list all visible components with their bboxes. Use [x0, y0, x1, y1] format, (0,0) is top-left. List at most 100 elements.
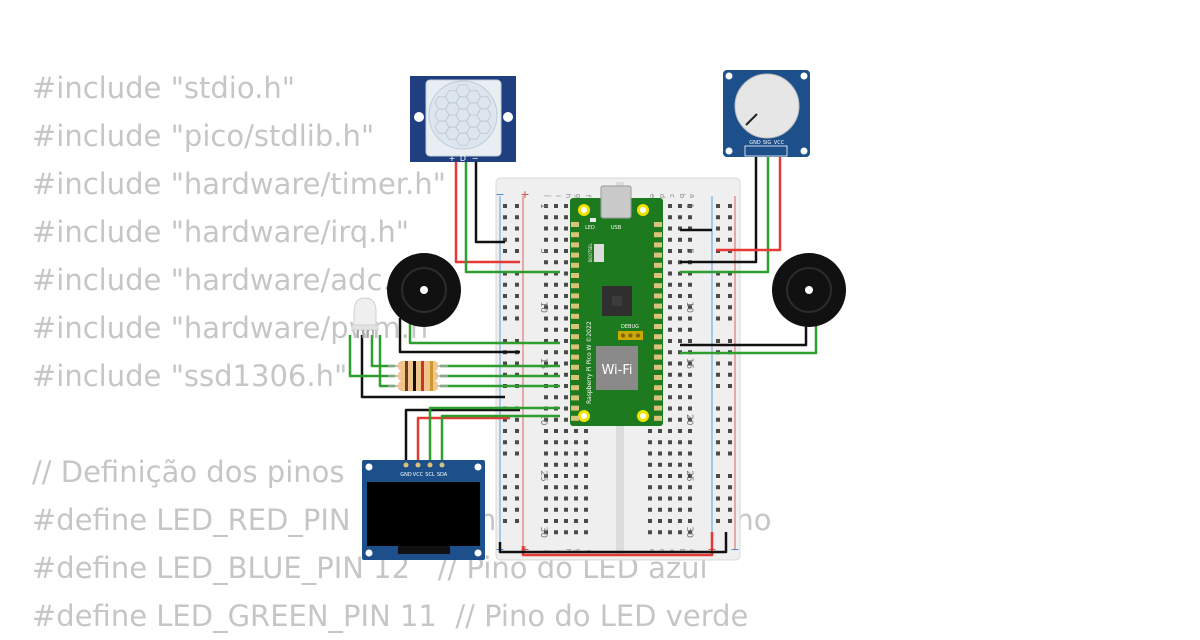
code-line: // Definição dos pinos: [32, 455, 345, 489]
pico-pin: [654, 313, 662, 319]
column-letter: h: [564, 194, 572, 198]
column-letter: d: [658, 194, 666, 198]
debug-label: DEBUG: [621, 324, 639, 330]
code-line: #include "ssd1306.h": [32, 359, 348, 393]
pico-board[interactable]: Wi-Fi USB LED DEBUG BOOTSEL Raspberry Pi…: [570, 185, 663, 426]
wire-buzzer-right-gnd: [680, 318, 808, 347]
usb-connector: [600, 185, 632, 219]
rgb-led[interactable]: [351, 297, 379, 338]
wire-pot-sig: [680, 156, 770, 274]
buzzer-right[interactable]: [772, 253, 846, 327]
pico-pin: [654, 232, 662, 238]
pico-pin: [571, 375, 579, 380]
wire-pir-data: [464, 162, 560, 274]
wire-led-r2: [370, 335, 395, 368]
wifi-module: [596, 346, 638, 390]
column-letter: i: [554, 195, 562, 197]
wire-oled-sda: [440, 414, 560, 462]
resistor: [388, 361, 448, 371]
column-letter: j: [544, 194, 552, 197]
pico-pin: [654, 262, 662, 268]
pico-pin: [571, 344, 579, 350]
column-letter: j: [544, 549, 552, 552]
pico-pin: [571, 242, 579, 248]
rail-minus-label: −: [495, 188, 504, 201]
pico-pin: [654, 252, 662, 258]
row-number: 1: [538, 203, 548, 209]
resistor: [388, 381, 448, 391]
oled-pin-label: SDA: [437, 472, 448, 478]
bootsel-label: BOOTSEL: [588, 243, 593, 262]
wire-buzzer-right-signal: [680, 318, 818, 355]
pico-pin: [571, 395, 579, 401]
pico-pin: [654, 375, 662, 380]
pico-pin: [654, 334, 662, 340]
wire-led-r3: [378, 335, 395, 388]
usb-label: USB: [611, 225, 622, 231]
code-line: #include "hardware/irq.h": [32, 215, 410, 249]
wire-pot-vcc: [716, 156, 782, 252]
pico-pin: [571, 415, 579, 421]
oled-screen: [367, 482, 480, 546]
pico-pin: [571, 313, 579, 319]
pir-pin-label: −: [472, 154, 479, 163]
pico-pins: [571, 222, 662, 421]
pico-pin: [571, 324, 579, 329]
pico-pin: [571, 252, 579, 258]
pico-pin: [571, 232, 579, 238]
pico-pin: [571, 293, 579, 299]
wire-oled-scl: [428, 406, 560, 462]
row-number: 15: [684, 358, 694, 369]
pico-pin: [571, 405, 579, 411]
code-line: #include "pico/stdlib.h": [32, 119, 375, 153]
oled-pin-label: GND: [400, 472, 412, 478]
pico-pin: [654, 242, 662, 248]
pico-pin: [654, 385, 662, 391]
row-number: 30: [538, 527, 548, 539]
pico-pin: [571, 334, 579, 340]
row-number: 25: [684, 470, 694, 481]
pico-pin: [571, 303, 579, 309]
pir-pin-label: D: [460, 154, 466, 163]
buzzer-left[interactable]: [387, 253, 461, 327]
pot-pin-label: GND: [749, 140, 761, 146]
pico-pin: [571, 385, 579, 391]
oled-display[interactable]: GND VCC SCL SDA: [362, 460, 485, 560]
pico-pin: [654, 273, 662, 278]
wire-pir-vcc: [454, 162, 520, 264]
code-line: #include "hardware/timer.h": [32, 167, 447, 201]
code-background: #include "stdio.h"#include "pico/stdlib.…: [32, 64, 771, 640]
pico-pin: [571, 262, 579, 268]
pico-pin: [654, 354, 662, 360]
row-number: 5: [684, 248, 694, 254]
wire-bottom-red: [521, 532, 714, 557]
code-line: #define LED_GREEN_PIN 11 // Pino do LED …: [32, 599, 749, 633]
pir-sensor[interactable]: + D −: [410, 76, 516, 163]
rail-minus-label-right: −: [730, 543, 739, 556]
row-number: 25: [538, 470, 548, 481]
led-label: LED: [585, 225, 595, 231]
row-number: 1: [684, 203, 694, 209]
pot-pin-label: VCC: [774, 140, 785, 146]
wire-led-common: [360, 335, 505, 399]
pir-dome: [428, 80, 498, 150]
pico-pin: [654, 344, 662, 350]
pico-pin: [654, 283, 662, 289]
row-number: 10: [538, 302, 548, 314]
pico-board-label: Raspberry Pi Pico W ©2022: [586, 321, 593, 404]
pico-pin: [654, 324, 662, 329]
bootsel-button[interactable]: [594, 244, 604, 262]
potentiometer[interactable]: GND SIG VCC: [723, 70, 810, 157]
pot-pin-label: SIG: [763, 140, 772, 146]
wire-oled-gnd: [404, 408, 520, 462]
led-part: [590, 218, 596, 222]
pico-pin: [654, 293, 662, 299]
code-line: #include "hardware/adc.h": [32, 263, 424, 297]
pot-knob[interactable]: [734, 73, 800, 139]
wire-pir-gnd: [474, 162, 505, 244]
pico-pin: [571, 273, 579, 278]
column-letter: f: [584, 195, 592, 198]
row-number: 15: [538, 358, 548, 369]
